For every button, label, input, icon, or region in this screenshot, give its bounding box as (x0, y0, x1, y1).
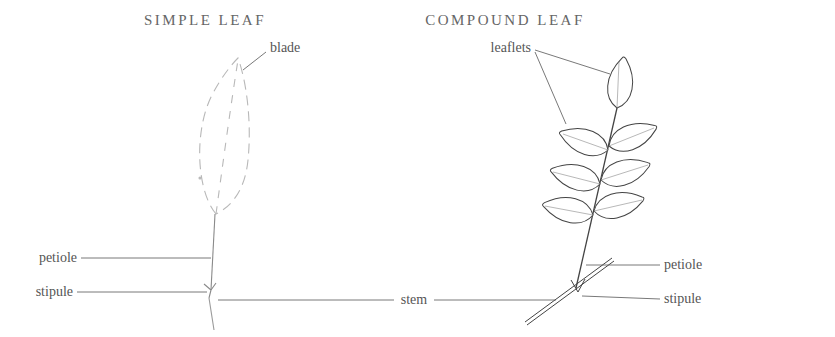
leaflet (547, 158, 603, 196)
panel-title: COMPOUND LEAF (425, 12, 585, 28)
leader-line (218, 300, 394, 301)
part-label: petiole (664, 257, 702, 273)
leaflet (605, 55, 637, 109)
leader-line (535, 52, 566, 124)
leaf-petiole (211, 214, 215, 290)
leaf-stipule (204, 283, 216, 298)
leader-line (434, 300, 556, 301)
part-label: blade (270, 40, 300, 56)
part-label: stem (401, 292, 427, 308)
part-label: stipule (36, 284, 73, 300)
leader-line (77, 292, 207, 293)
leader-line (535, 50, 610, 74)
leaflet (540, 192, 595, 227)
leader-line (586, 265, 660, 266)
leader-line (582, 296, 660, 299)
simple-leaf (199, 58, 249, 330)
leader-line (243, 52, 266, 70)
leader-line (81, 258, 211, 259)
leaf-midrib (216, 60, 238, 214)
leaf-blade (200, 58, 250, 214)
leaflet (591, 187, 647, 223)
leaflet-midrib (545, 62, 654, 215)
panel-title: SIMPLE LEAF (144, 12, 266, 28)
leaf-stem (209, 298, 214, 330)
part-label: petiole (39, 250, 77, 266)
compound-leaf (525, 55, 661, 325)
part-label: stipule (664, 291, 701, 307)
stipule-mark (571, 279, 585, 292)
leader-lines (77, 50, 660, 300)
stem-twig (525, 258, 614, 325)
part-label: leaflets (491, 40, 531, 56)
sketch-dot (199, 177, 201, 179)
